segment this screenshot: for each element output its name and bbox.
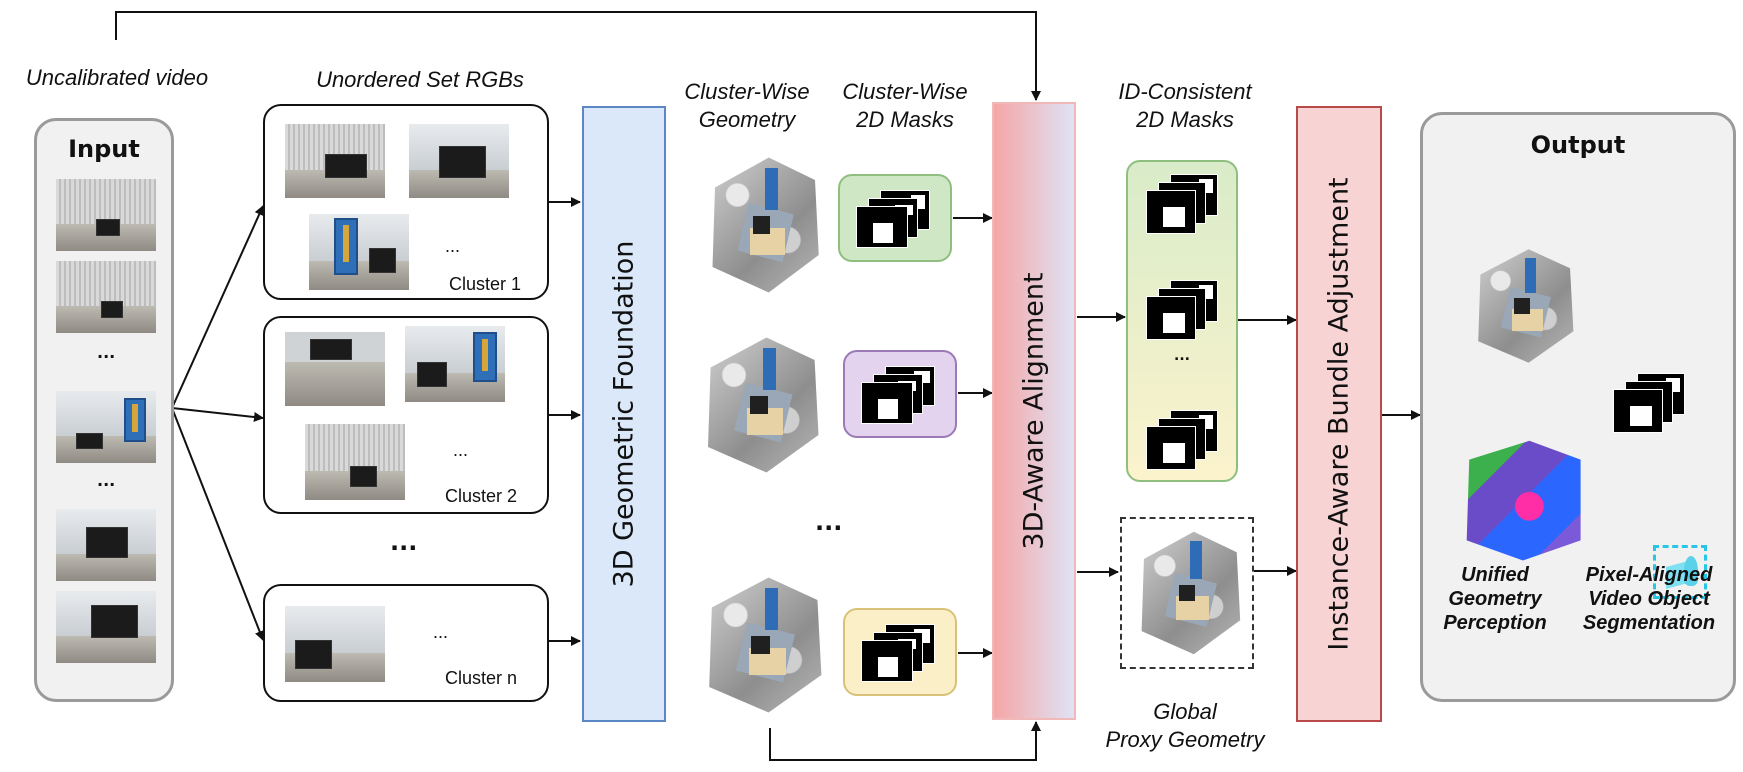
cluster-ellipsis: ... bbox=[433, 622, 449, 642]
cluster-mask-box-n bbox=[843, 608, 957, 696]
cluster-label: Cluster 1 bbox=[449, 274, 522, 294]
output-panel: Output Unified Geometry Perception Pixel… bbox=[1420, 112, 1736, 702]
bundle-adjustment-block: Instance-Aware Bundle Adjustment bbox=[1296, 106, 1382, 722]
geometry-gap-ellipsis: ... bbox=[815, 508, 843, 536]
cluster-ellipsis: ... bbox=[453, 440, 469, 460]
label-cluster-wise-masks: Cluster-Wise 2D Masks bbox=[842, 79, 968, 132]
output-segmented-mesh bbox=[1466, 440, 1581, 561]
bottom-skip-connection bbox=[769, 721, 1041, 761]
cluster-image bbox=[285, 124, 385, 198]
output-mask-stack bbox=[1601, 373, 1697, 453]
top-skip-connection bbox=[115, 11, 1041, 101]
label-cluster-wise-geometry: Cluster-Wise Geometry bbox=[684, 79, 810, 132]
global-proxy-cloud bbox=[1130, 525, 1246, 661]
input-frame bbox=[56, 509, 156, 581]
geometric-foundation-block: 3D Geometric Foundation bbox=[582, 106, 666, 722]
global-proxy-box bbox=[1120, 517, 1254, 669]
cluster-geometry-n bbox=[696, 570, 828, 720]
label-unified-geometry: Unified Geometry Perception bbox=[1443, 564, 1547, 634]
cluster-image bbox=[409, 124, 509, 198]
label-unordered-set: Unordered Set RGBs bbox=[316, 67, 524, 92]
cluster-geometry-2 bbox=[695, 330, 825, 480]
id-consistent-mask-box: ... bbox=[1126, 160, 1238, 482]
input-frame bbox=[56, 261, 156, 333]
alignment-block: 3D-Aware Alignment bbox=[992, 102, 1076, 720]
cluster-label: Cluster 2 bbox=[445, 486, 518, 506]
cluster-gap-ellipsis: ... bbox=[390, 528, 418, 556]
cluster-mask-box-1 bbox=[838, 174, 952, 262]
label-id-consistent-masks: ID-Consistent 2D Masks bbox=[1118, 79, 1252, 132]
cluster-image bbox=[305, 424, 405, 500]
segmentation-cube-icon bbox=[1653, 545, 1707, 599]
cluster-label: Cluster n bbox=[445, 668, 518, 688]
label-global-proxy-geometry: Global Proxy Geometry bbox=[1105, 699, 1265, 752]
input-frame bbox=[56, 391, 156, 463]
cluster-image bbox=[285, 606, 385, 682]
cluster-image bbox=[405, 326, 505, 402]
input-ellipsis: ... bbox=[97, 343, 116, 362]
label-pixel-aligned-vos: Pixel-Aligned Video Object Segmentation bbox=[1582, 564, 1716, 634]
cluster-mask-box-2 bbox=[843, 350, 957, 438]
cluster-image bbox=[285, 332, 385, 406]
input-ellipsis: ... bbox=[97, 471, 116, 490]
cluster-box-2: ... Cluster 2 bbox=[263, 316, 549, 514]
input-panel: Input ... ... bbox=[34, 118, 174, 702]
bundle-adjustment-label: Instance-Aware Bundle Adjustment bbox=[1323, 177, 1355, 651]
alignment-label: 3D-Aware Alignment bbox=[1018, 272, 1050, 550]
cluster-geometry-1 bbox=[700, 150, 825, 300]
input-frame bbox=[56, 179, 156, 251]
output-reconstruction bbox=[1467, 243, 1579, 369]
input-title: Input bbox=[68, 135, 140, 163]
geometric-foundation-label: 3D Geometric Foundation bbox=[608, 240, 640, 588]
id-masks-ellipsis: ... bbox=[1174, 348, 1190, 364]
cluster-box-1: ... Cluster 1 bbox=[263, 104, 549, 300]
cluster-ellipsis: ... bbox=[445, 236, 461, 256]
cluster-box-n: ... Cluster n bbox=[263, 584, 549, 702]
input-frame bbox=[56, 591, 156, 663]
cluster-image bbox=[309, 214, 409, 290]
output-title: Output bbox=[1530, 131, 1626, 159]
label-uncalibrated-video: Uncalibrated video bbox=[25, 65, 209, 90]
